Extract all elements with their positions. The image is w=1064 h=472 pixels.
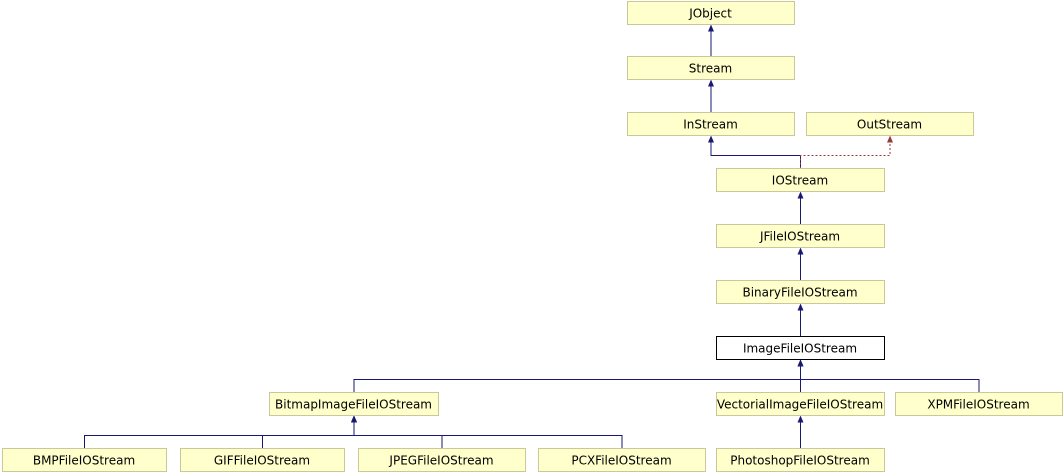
class-node-j-object[interactable]: JObject [627,1,795,25]
inheritance-edge-io-stream-to-in-stream [708,135,801,169]
edge-arrowhead-icon [708,79,714,87]
inheritance-edge-image-file-io-stream-to-binary-file-io-stream [797,303,804,337]
class-node-gif-file-io-stream[interactable]: GIFFileIOStream [180,448,345,472]
class-node-out-stream[interactable]: OutStream [806,112,974,136]
class-node-image-file-io-stream[interactable]: ImageFileIOStream [716,336,885,360]
edge-arrowhead-icon [887,135,893,143]
class-node-label: BMPFileIOStream [33,454,135,468]
class-node-j-file-io-stream[interactable]: JFileIOStream [716,224,885,248]
edge-arrowhead-icon [797,247,804,255]
class-node-label: InStream [683,118,738,132]
class-node-box[interactable] [627,112,795,136]
class-node-label: XPMFileIOStream [927,398,1029,412]
class-node-label: BinaryFileIOStream [742,286,857,300]
class-node-box[interactable] [627,1,795,25]
edge-arrowhead-icon [708,24,714,32]
inheritance-edge-io-stream-to-out-stream [800,135,893,169]
edge-arrowhead-icon [708,135,714,143]
inheritance-edge-j-file-io-stream-to-io-stream [797,191,804,225]
class-node-box[interactable] [806,112,974,136]
class-node-box[interactable] [627,56,795,80]
class-node-pcx-file-io-stream[interactable]: PCXFileIOStream [538,448,706,472]
class-node-box[interactable] [716,280,885,304]
class-node-photoshop-file-io-stream[interactable]: PhotoshopFileIOStream [716,448,885,472]
edge-line [800,365,980,393]
class-node-binary-file-io-stream[interactable]: BinaryFileIOStream [716,280,885,304]
inheritance-edge-xpm-file-io-stream-to-image-file-io-stream [797,359,980,393]
edge-line [353,365,801,393]
class-node-label: IOStream [772,174,828,188]
inheritance-edge-jpeg-file-io-stream-to-bitmap-image-file-io-stream [351,415,443,449]
inheritance-edge-binary-file-io-stream-to-j-file-io-stream [797,247,804,281]
edge-arrowhead-icon [797,415,804,423]
class-node-xpm-file-io-stream[interactable]: XPMFileIOStream [895,392,1063,416]
edges-layer [84,24,980,449]
edge-arrowhead-icon [351,415,357,423]
class-node-jpeg-file-io-stream[interactable]: JPEGFileIOStream [358,448,526,472]
edge-arrowhead-icon [797,303,804,311]
class-node-label: ImageFileIOStream [743,342,857,356]
class-node-box[interactable] [716,392,885,416]
inheritance-edge-photoshop-file-io-stream-to-vectorial-image-file-io-stream [797,415,804,449]
edge-line [262,421,355,449]
inheritance-edge-pcx-file-io-stream-to-bitmap-image-file-io-stream [351,415,623,449]
class-node-label: PhotoshopFileIOStream [730,454,870,468]
class-node-box[interactable] [716,168,885,192]
class-node-label: BitmapImageFileIOStream [275,398,432,412]
class-node-box[interactable] [895,392,1063,416]
class-node-label: PCXFileIOStream [571,454,671,468]
class-node-label: OutStream [857,118,922,132]
class-node-label: Stream [689,62,732,76]
class-node-vectorial-image-file-io-stream[interactable]: VectorialImageFileIOStream [716,392,885,416]
class-node-label: JFileIOStream [759,230,840,244]
inheritance-edge-bmp-file-io-stream-to-bitmap-image-file-io-stream [84,415,357,449]
class-node-label: VectorialImageFileIOStream [717,398,883,412]
class-node-bitmap-image-file-io-stream[interactable]: BitmapImageFileIOStream [269,392,439,416]
inheritance-edge-gif-file-io-stream-to-bitmap-image-file-io-stream [262,415,357,449]
class-node-in-stream[interactable]: InStream [627,112,795,136]
class-node-box[interactable] [716,224,885,248]
edge-arrowhead-icon [797,191,804,199]
class-node-box[interactable] [269,392,439,416]
edge-line [353,421,623,449]
class-node-label: JPEGFileIOStream [388,454,493,468]
edge-line [710,141,801,169]
class-node-stream[interactable]: Stream [627,56,795,80]
class-node-io-stream[interactable]: IOStream [716,168,885,192]
class-node-box[interactable] [716,336,885,360]
inheritance-edge-bitmap-image-file-io-stream-to-image-file-io-stream [353,359,804,393]
inheritance-edge-in-stream-to-stream [708,79,714,113]
inheritance-edge-stream-to-j-object [708,24,714,57]
class-node-label: GIFFileIOStream [214,454,310,468]
class-node-bmp-file-io-stream[interactable]: BMPFileIOStream [2,448,167,472]
edge-line [800,141,891,169]
class-node-label: JObject [688,7,732,21]
edge-arrowhead-icon [797,359,804,367]
